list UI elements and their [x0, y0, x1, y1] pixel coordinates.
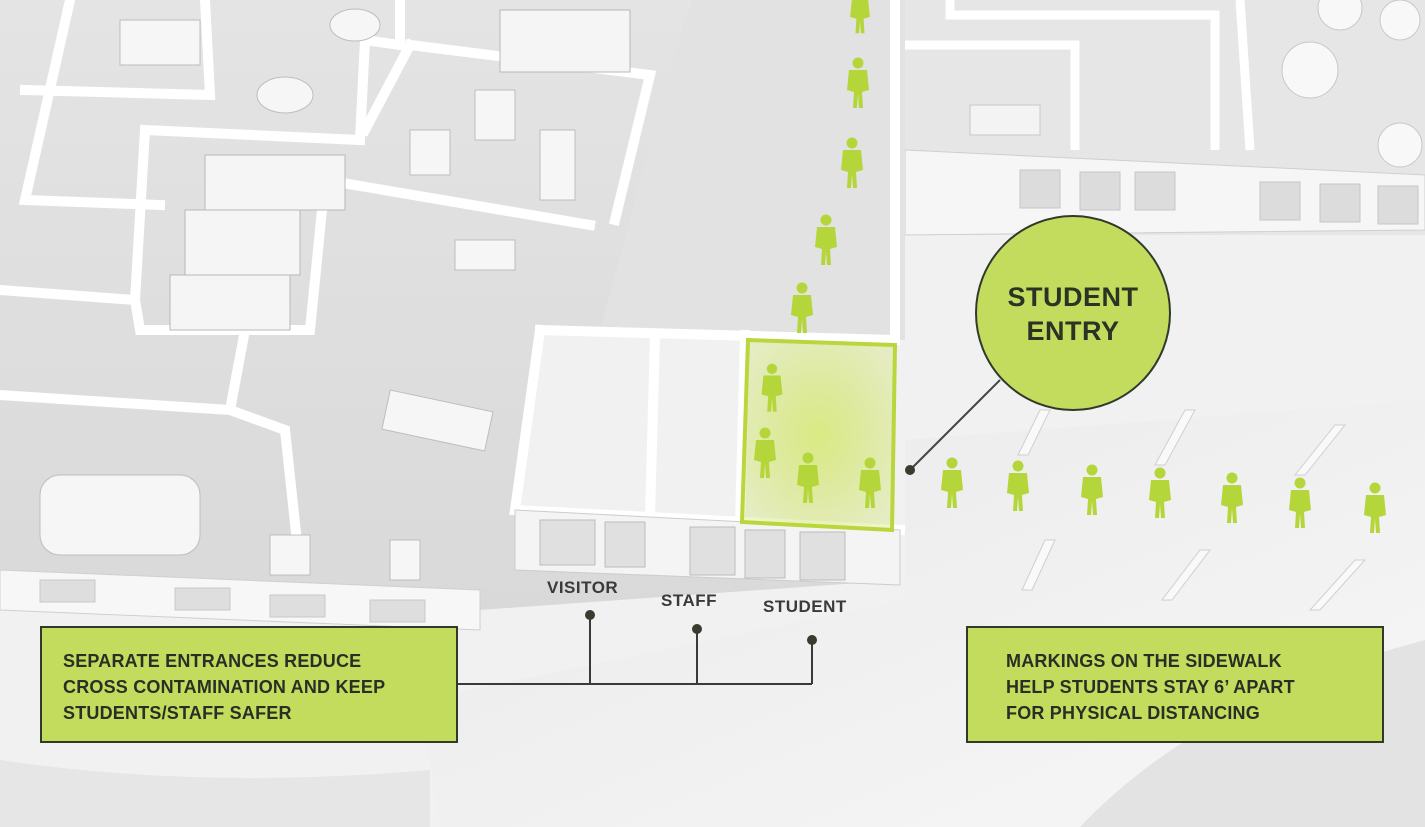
student-door-label: STUDENT [763, 597, 847, 616]
student-entry-label: STUDENT ENTRY [973, 280, 1173, 348]
road-curve [0, 760, 430, 827]
student-figure [1007, 460, 1029, 511]
student-door-dot [807, 635, 817, 645]
left-callout-line-3: STUDENTS/STAFF SAFER [63, 703, 292, 723]
student-figure [1081, 464, 1103, 515]
front-window-2 [174, 587, 231, 611]
student-figures [754, 0, 1386, 533]
staff-door-label: STAFF [661, 591, 718, 610]
right-window-6 [1377, 185, 1419, 225]
door-leader-lines [457, 615, 813, 685]
student-figure [791, 282, 813, 333]
student-figure [815, 214, 837, 265]
classroom-tables [1281, 0, 1423, 168]
right-window-4 [1259, 181, 1301, 221]
right-callout-line-3: FOR PHYSICAL DISTANCING [1006, 703, 1260, 723]
office-desk [969, 104, 1041, 136]
furniture [39, 8, 576, 581]
student-entry-pointer [909, 379, 1001, 471]
right-callout-line-1: MARKINGS ON THE SIDEWALK [1006, 651, 1282, 671]
sidewalk-markers [1017, 409, 1367, 611]
front-wall [0, 569, 481, 631]
front-window-1 [39, 579, 96, 603]
front-window-3 [269, 594, 326, 618]
right-callout-line-2: HELP STUDENTS STAY 6’ APART [1006, 677, 1295, 697]
library-shelves [169, 9, 631, 331]
student-figure [1289, 477, 1311, 528]
staff-door-dot [692, 624, 702, 634]
student-figure [941, 457, 963, 508]
student-figure [797, 452, 819, 503]
student-entry-circle [975, 215, 1171, 411]
student-figure [859, 457, 881, 508]
student-entry-pointer-dot [905, 465, 915, 475]
right-window-5 [1319, 183, 1361, 223]
student-figure [754, 427, 776, 478]
student-figure [1149, 467, 1171, 518]
left-callout-line-1: SEPARATE ENTRANCES REDUCE [63, 651, 362, 671]
right-window-3 [1134, 171, 1176, 211]
right-window-2 [1079, 171, 1121, 211]
vestibule-doors [539, 519, 846, 581]
student-figure [1221, 472, 1243, 523]
student-figure [841, 137, 863, 188]
visitor-door-label: VISITOR [547, 578, 619, 597]
student-entry-line2: ENTRY [1026, 316, 1120, 346]
student-figure [850, 0, 870, 34]
visitor-door-dot [585, 610, 595, 620]
right-room-walls [905, 0, 1255, 151]
student-figure [847, 57, 869, 108]
student-figure [1364, 482, 1386, 533]
student-figure [761, 363, 783, 412]
student-entry-line1: STUDENT [1007, 282, 1139, 312]
left-callout-line-2: CROSS CONTAMINATION AND KEEP [63, 677, 386, 697]
separate-entrances-callout: SEPARATE ENTRANCES REDUCE CROSS CONTAMIN… [40, 626, 458, 743]
sidewalk-markings-callout: MARKINGS ON THE SIDEWALK HELP STUDENTS S… [966, 626, 1384, 743]
right-window-1 [1019, 169, 1061, 209]
front-window-4 [369, 599, 426, 623]
left-building-floor [0, 0, 900, 610]
